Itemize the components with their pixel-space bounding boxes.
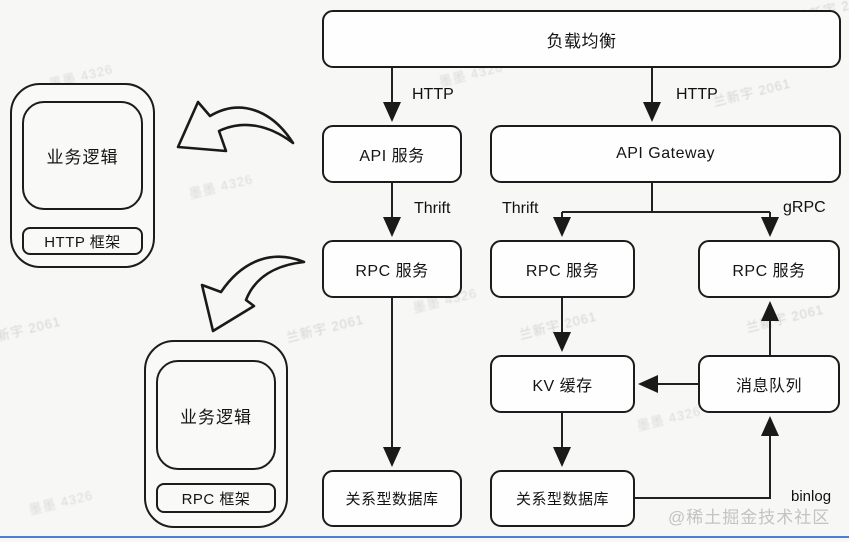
node-rpc-framework: RPC 框架 [156, 483, 276, 513]
edge-label-grpc: gRPC [783, 199, 826, 216]
edge-label-thrift-left: Thrift [414, 200, 451, 217]
node-business-logic-top: 业务逻辑 [22, 101, 143, 210]
edge-label-binlog: binlog [791, 488, 832, 505]
curved-arrow-top-icon [176, 100, 295, 153]
node-rpc-service-right: RPC 服务 [698, 240, 840, 298]
node-relational-db-left: 关系型数据库 [322, 470, 462, 527]
node-api-gateway: API Gateway [490, 125, 841, 183]
edge-label-http-left: HTTP [412, 86, 454, 103]
community-watermark: @稀土掘金技术社区 [668, 508, 831, 527]
node-load-balancer: 负载均衡 [322, 10, 841, 68]
node-kv-cache: KV 缓存 [490, 355, 635, 413]
curved-arrow-bottom-icon [200, 255, 306, 333]
edge-label-thrift-mid: Thrift [502, 200, 539, 217]
node-rpc-service-mid: RPC 服务 [490, 240, 635, 298]
node-rpc-service-left: RPC 服务 [322, 240, 462, 298]
edge-label-http-right: HTTP [676, 86, 718, 103]
arrow-db-binlog-to-mq [635, 416, 779, 499]
node-business-logic-bottom: 业务逻辑 [156, 360, 276, 470]
bottom-accent-bar [0, 536, 849, 538]
node-http-framework: HTTP 框架 [22, 227, 143, 255]
node-api-service: API 服务 [322, 125, 462, 183]
node-relational-db-mid: 关系型数据库 [490, 470, 635, 527]
node-message-queue: 消息队列 [698, 355, 840, 413]
